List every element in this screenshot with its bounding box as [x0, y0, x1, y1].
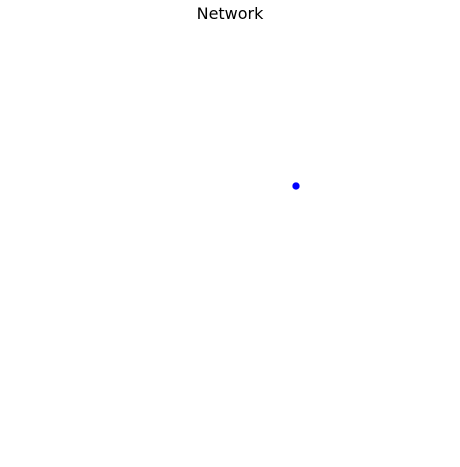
- figure-title: Network: [196, 4, 264, 23]
- network-node: [292, 182, 300, 190]
- node-layer: [292, 182, 300, 190]
